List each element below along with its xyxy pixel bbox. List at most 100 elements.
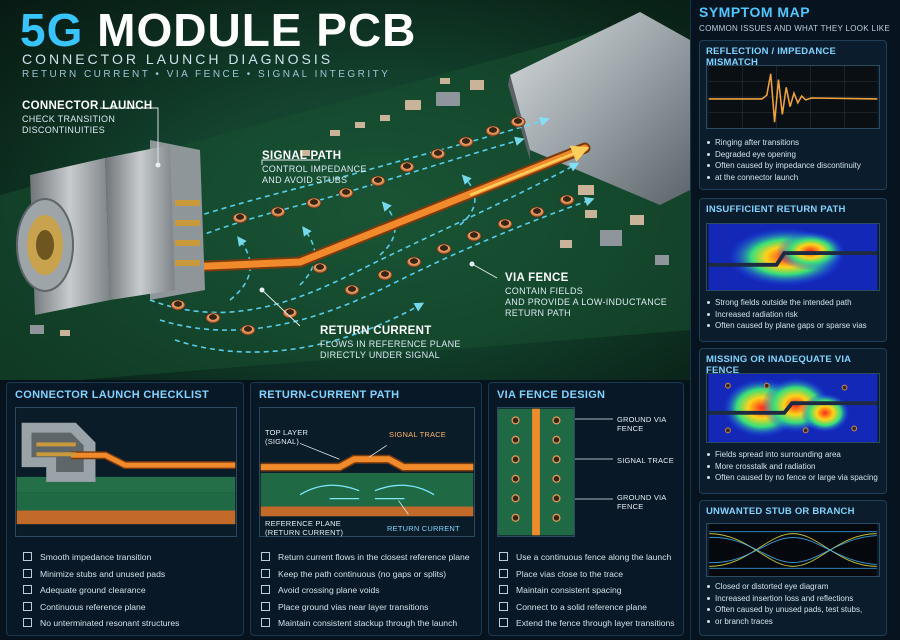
panel-title: CONNECTOR LAUNCH CHECKLIST — [15, 389, 209, 401]
hero-pcb-illustration: 5G MODULE PCB CONNECTOR LAUNCH DIAGNOSIS… — [0, 0, 690, 380]
checklist-item-label: Place vias close to the trace — [516, 568, 623, 579]
checkbox[interactable] — [23, 568, 32, 578]
checkbox[interactable] — [23, 601, 32, 611]
callout-desc-line: AND PROVIDE A LOW-INDUCTANCE — [505, 297, 668, 307]
checklist-item[interactable]: No unterminated resonant structures — [23, 617, 179, 634]
symptom-card-return-path: INSUFFICIENT RETURN PATH Strong fields o… — [699, 198, 887, 342]
page-subtitle: CONNECTOR LAUNCH DIAGNOSIS — [22, 51, 334, 67]
checklist-item-label: Return current flows in the closest refe… — [278, 552, 470, 562]
checklist-item[interactable]: Continuous reference plane — [23, 601, 179, 618]
checklist-item[interactable]: Extend the fence through layer transitio… — [499, 617, 675, 634]
symptom-bullet-continuation: or branch traces — [706, 616, 862, 628]
ringing-waveform-image — [706, 65, 880, 129]
label-reference-plane: REFERENCE PLANE(RETURN CURRENT) — [265, 519, 343, 537]
label-signal-trace: SIGNAL TRACE — [617, 456, 674, 465]
checklist-item-label: No unterminated resonant structures — [40, 618, 180, 629]
label-signal-trace: SIGNAL TRACE — [389, 430, 446, 439]
symptom-bullet: Closed or distorted eye diagram — [706, 581, 862, 593]
symptom-card-title: MISSING OR INADEQUATE VIA FENCE — [706, 354, 851, 376]
callout-desc-line: CHECK TRANSITION — [22, 114, 116, 124]
callout-title: RETURN CURRENT — [320, 325, 432, 337]
panel-title: RETURN-CURRENT PATH — [259, 389, 400, 401]
checklist-item-label: Continuous reference plane — [40, 601, 146, 612]
callout-desc-line: RETURN PATH — [505, 308, 571, 318]
checklist-item-label: Maintain consistent spacing — [516, 585, 622, 596]
symptom-bullet: Increased radiation risk — [706, 309, 867, 321]
callout-desc-line: AND AVOID STUBS — [262, 175, 348, 185]
symptom-map-title: SYMPTOM MAP — [699, 4, 811, 20]
checklist-item-label: Avoid crossing plane voids — [278, 585, 380, 596]
symptom-card-title: INSUFFICIENT RETURN PATH — [706, 204, 846, 215]
callout-desc-line: DIRECTLY UNDER SIGNAL — [320, 350, 440, 360]
page-title: 5G MODULE PCB — [20, 4, 416, 56]
checklist-item[interactable]: Place ground vias near layer transitions — [261, 601, 470, 618]
callout-desc-line: CONTROL IMPEDANCE — [262, 164, 367, 174]
symptom-bullet: Often caused by unused pads, test stubs, — [706, 604, 862, 616]
callout-title: CONNECTOR LAUNCH — [22, 100, 153, 112]
symptom-bullet: Often caused by impedance discontinuity — [706, 160, 861, 172]
checkbox[interactable] — [261, 568, 270, 578]
callout-desc-line: CONTAIN FIELDS — [505, 286, 584, 296]
checkbox[interactable] — [261, 618, 270, 628]
label-top-layer: TOP LAYER(SIGNAL) — [265, 428, 308, 446]
checklist-item-label: Place ground vias near layer transitions — [278, 601, 429, 612]
checklist-item[interactable]: Place vias close to the trace — [499, 568, 675, 585]
checklist-item[interactable]: Maintain consistent spacing — [499, 584, 675, 601]
symptom-bullet: Often caused by plane gaps or sparse via… — [706, 320, 867, 332]
checklist-item[interactable]: Maintain consistent stackup through the … — [261, 617, 470, 634]
label-line: (SIGNAL) — [265, 437, 300, 446]
symptom-bullet: Ringing after transitions — [706, 137, 861, 149]
checklist-item[interactable]: Connect to a solid reference plane — [499, 601, 675, 618]
pcb-artwork — [0, 12, 690, 380]
callout-return-current: RETURN CURRENT FLOWS IN REFERENCE PLANE … — [320, 325, 461, 361]
symptom-card-title: REFLECTION / IMPEDANCE MISMATCH — [706, 46, 837, 68]
checklist-item[interactable]: Adequate ground clearance — [23, 584, 179, 601]
via-fence-leader-lines — [575, 418, 613, 500]
symptom-card-via-fence: MISSING OR INADEQUATE VIA FENCE Fields s… — [699, 348, 887, 494]
checkbox[interactable] — [23, 585, 32, 595]
checklist-item-label: Connect to a solid reference plane — [516, 601, 647, 612]
checkbox[interactable] — [261, 585, 270, 595]
label-line: GROUND VIA — [617, 493, 667, 502]
checklist-item[interactable]: Use a continuous fence along the launch — [499, 551, 675, 568]
label-line: TOP LAYER — [265, 428, 309, 437]
checklist-item[interactable]: Keep the path continuous (no gaps or spl… — [261, 568, 470, 585]
callout-via-fence: VIA FENCE CONTAIN FIELDS AND PROVIDE A L… — [505, 272, 667, 319]
connector-launch-checklist-panel: CONNECTOR LAUNCH CHECKLIST Smooth impeda… — [6, 382, 244, 636]
checklist-item-label: Extend the fence through layer transitio… — [516, 618, 675, 629]
via-fence-heatmap-image — [706, 373, 880, 443]
checkbox[interactable] — [499, 601, 508, 611]
checklist-item-label: Adequate ground clearance — [40, 585, 146, 596]
symptom-card-title: UNWANTED STUB OR BRANCH — [706, 506, 855, 517]
checklist-item[interactable]: Minimize stubs and unused pads — [23, 568, 179, 585]
checklist-item[interactable]: Return current flows in the closest refe… — [261, 551, 470, 568]
checkbox[interactable] — [261, 601, 270, 611]
checklist-item-label: Use a continuous fence along the launch — [516, 552, 672, 562]
symptom-bullet: Degraded eye opening — [706, 149, 861, 161]
eye-diagram-image — [706, 523, 880, 577]
checkbox[interactable] — [23, 552, 32, 561]
checklist-item[interactable]: Smooth impedance transition — [23, 551, 179, 568]
label-line: (RETURN CURRENT) — [265, 528, 344, 537]
via-fence-vias — [170, 116, 575, 336]
checkbox[interactable] — [23, 618, 32, 628]
symptom-map-panel: SYMPTOM MAP COMMON ISSUES AND WHAT THEY … — [690, 0, 900, 640]
label-return-current: RETURN CURRENT — [387, 524, 460, 533]
checkbox[interactable] — [499, 552, 508, 561]
symptom-card-stub: UNWANTED STUB OR BRANCH Closed or distor… — [699, 500, 887, 636]
checklist-item-label: Maintain consistent stackup through the … — [278, 618, 458, 629]
via-fence-layout-image — [497, 407, 575, 537]
symptom-card-reflection: REFLECTION / IMPEDANCE MISMATCH Ringing … — [699, 40, 887, 190]
callout-desc-line: FLOWS IN REFERENCE PLANE — [320, 339, 461, 349]
symptom-map-subtitle: COMMON ISSUES AND WHAT THEY LOOK LIKE — [699, 24, 890, 33]
checkbox[interactable] — [499, 568, 508, 578]
checkbox[interactable] — [499, 585, 508, 595]
return-current-cross-section-image — [259, 407, 475, 537]
checkbox[interactable] — [261, 552, 270, 561]
checkbox[interactable] — [499, 618, 508, 628]
symptom-bullet: Strong fields outside the intended path — [706, 297, 867, 309]
checklist-item[interactable]: Avoid crossing plane voids — [261, 584, 470, 601]
